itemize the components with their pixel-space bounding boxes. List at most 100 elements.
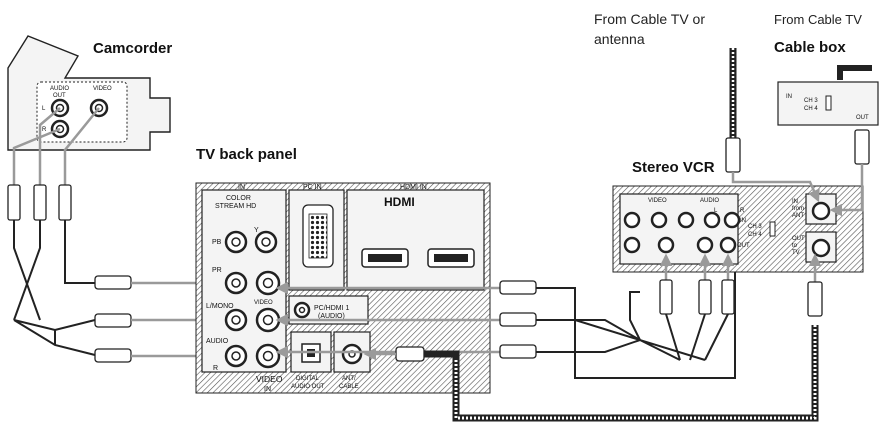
jack-center (231, 278, 241, 288)
jack-center (298, 306, 306, 314)
vcr-in-label: IN (740, 218, 746, 224)
camcorder-video-label: VIDEO (93, 86, 112, 92)
color-stream-label-1: COLOR (226, 195, 251, 202)
cable-box-ch4-label: CH 4 (804, 106, 818, 112)
hdmi-port-2-inner (434, 254, 468, 262)
vcr-audio-r-out (719, 236, 737, 254)
vcr-video-in (650, 211, 668, 229)
tv-back-panel: IN COLOR STREAM HD PC IN HDMI IN HDMI PB… (195, 182, 491, 394)
pc-hdmi-label-2: (AUDIO) (318, 313, 345, 320)
coax-plug-vcr-out (807, 281, 823, 317)
jack-center (262, 277, 274, 289)
hdmi-section (346, 189, 485, 291)
tv-back-panel-title: TV back panel (196, 146, 297, 163)
cable-video (63, 107, 100, 185)
vcr-l-label: L (714, 208, 718, 214)
vga-pins (308, 213, 328, 259)
cable-box-out-label: OUT (856, 115, 869, 121)
vcr-out-to-tv-2: to (792, 243, 798, 249)
video-in-label: VIDEO (256, 374, 283, 384)
vcr-video-out-wire (574, 250, 736, 379)
vcr-channel-switch (769, 221, 776, 237)
in-bottom-label: IN (264, 386, 271, 393)
y-label: Y (254, 227, 259, 234)
from-cable-tv-label: From Cable TV (774, 12, 862, 27)
cable-audio-l (38, 107, 61, 185)
camcorder-r-label: R (42, 127, 47, 133)
vcr-s-video-out (623, 236, 641, 254)
plug-audio-r-h (94, 348, 132, 363)
pr-label: PR (212, 267, 222, 274)
jack-center (261, 237, 271, 247)
jack-center (262, 350, 274, 362)
color-stream-label-2: STREAM HD (215, 203, 256, 210)
coax-cable-inner (454, 325, 817, 420)
vcr-r-label: R (740, 208, 745, 214)
cable-box-ch3-label: CH 3 (804, 98, 818, 104)
arrow-cable-box-to-vcr (829, 164, 864, 217)
pc-in-label: PC IN (303, 184, 322, 191)
cable-box-in-label: IN (786, 94, 792, 100)
plug-3 (58, 184, 72, 221)
camcorder-wire-bundle (13, 319, 96, 356)
vcr-in-from-ant-1: IN (792, 199, 798, 205)
hdmi-in-label: HDMI IN (400, 184, 427, 191)
vcr-ant-in-jack (811, 201, 831, 221)
audio-label: AUDIO (206, 338, 229, 345)
vcr-out-to-tv-jack (811, 238, 831, 258)
vcr-out-to-tv-3: TV (792, 250, 800, 256)
ant-label-1: ANT/ (342, 376, 356, 382)
plug-video-h (94, 275, 132, 290)
from-cable-tv-or-antenna-line1: From Cable TV or (594, 11, 705, 27)
vcr-audio-r-in-2 (723, 211, 741, 229)
camcorder-title: Camcorder (93, 40, 172, 57)
vcr-av-section (619, 193, 739, 265)
video-small-label: VIDEO (254, 300, 273, 306)
antenna-plug (725, 137, 741, 173)
pc-hdmi-label-1: PC/HDMI 1 (314, 305, 350, 312)
plug-r1 (499, 280, 537, 295)
camcorder-l-label: L (42, 106, 46, 112)
vcr-audio-r-in-1 (703, 211, 721, 229)
vcr-out-to-tv-1: OUT (792, 236, 805, 242)
vcr-to-tv-wires (536, 287, 706, 361)
hdmi-logo: HDMI (384, 195, 415, 209)
cable-box: IN CH 3 CH 4 OUT (777, 81, 879, 126)
cable-box-channel-switch (825, 95, 832, 111)
jack-center (231, 315, 241, 325)
cable-box-title: Cable box (774, 39, 846, 56)
plug-r2 (499, 312, 537, 327)
hdmi-port-1-inner (368, 254, 402, 262)
right-horizontal-plugs (499, 280, 537, 359)
digital-label-2: AUDIO OUT (291, 384, 325, 390)
vcr-plug-wires (665, 313, 729, 361)
plug-2 (33, 184, 47, 221)
camcorder-wires (13, 220, 95, 321)
l-mono-label: L/MONO (206, 303, 234, 310)
ant-label-2: CABLE (339, 384, 359, 390)
camcorder-plugs (7, 184, 72, 221)
r-label: R (213, 365, 218, 372)
cable-box-input-cable (837, 65, 872, 80)
stereo-vcr: VIDEO AUDIO L R IN OUT CH 3 CH 4 IN from… (612, 185, 864, 273)
vcr-video-out (657, 236, 675, 254)
vcr-ch4-label: CH 4 (748, 232, 762, 238)
coax-plug-tv (395, 346, 425, 362)
pb-label: PB (212, 239, 222, 246)
coax-cable-end (420, 350, 460, 360)
vcr-audio-label: AUDIO (700, 198, 719, 204)
tv-in-label: IN (238, 184, 245, 191)
jack-center (231, 237, 241, 247)
camcorder: AUDIO OUT VIDEO L R (7, 35, 171, 151)
vcr-video-label: VIDEO (648, 198, 667, 204)
from-cable-tv-or-antenna-line2: antenna (594, 31, 645, 47)
vcr-out-label: OUT (737, 243, 750, 249)
vcr-plug-1 (659, 279, 673, 315)
cable-box-out-plug (854, 129, 870, 165)
left-horizontal-plugs (94, 275, 132, 363)
camcorder-audio-label: AUDIO (50, 86, 69, 92)
jack-center (231, 351, 241, 361)
vcr-in-from-ant-2: from (792, 206, 804, 212)
